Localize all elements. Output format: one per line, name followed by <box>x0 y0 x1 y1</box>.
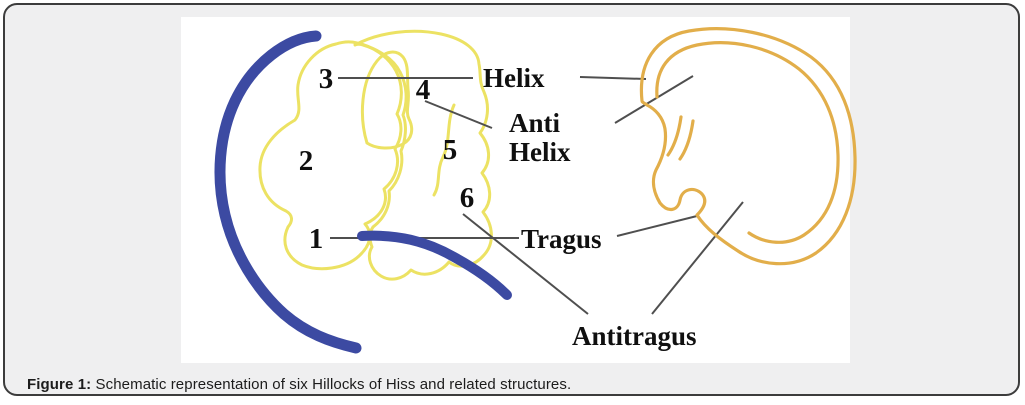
figure-panel <box>181 17 850 363</box>
hillocks-4-6-outline <box>353 29 493 281</box>
pointer-antitragus-right <box>651 201 744 315</box>
hillocks-1-3-outline <box>258 40 403 271</box>
pointer-helix-right <box>579 76 647 80</box>
label-antihelix-line1: Anti <box>509 108 561 138</box>
figure-caption-label: Figure 1: <box>27 376 92 393</box>
figure-caption: Figure 1: Schematic representation of si… <box>27 376 987 393</box>
hillocks-outlines <box>258 29 493 281</box>
crus-helicis-line-2 <box>678 119 695 161</box>
label-helix: Helix <box>483 63 545 93</box>
meatus-lower-curve <box>357 230 512 300</box>
label-antihelix-line2: Helix <box>509 137 571 167</box>
hillock-numbers: 1 2 3 4 5 6 <box>299 63 475 255</box>
hillock-number-2: 2 <box>299 145 314 177</box>
concha-inner-outline <box>360 50 414 150</box>
hillock-number-5: 5 <box>443 134 458 166</box>
pointer-antitragus-left <box>462 213 589 315</box>
figure-card: 1 2 3 4 5 6 Helix Anti Helix Tragus Anti… <box>3 3 1020 396</box>
hillock-number-1: 1 <box>309 223 324 255</box>
hillock-number-6: 6 <box>460 182 475 214</box>
meatus-strokes <box>214 30 512 354</box>
crus-helicis-line-1 <box>666 115 683 157</box>
adult-ear-outer-outline <box>639 27 857 266</box>
label-antitragus: Antitragus <box>572 321 697 351</box>
pointer-antihelix-right <box>614 75 694 124</box>
adult-ear-outlines <box>639 27 857 266</box>
hillock-number-4: 4 <box>416 74 431 106</box>
inner-fold-line <box>432 103 456 197</box>
adult-ear-inner-helix <box>655 41 840 244</box>
pointer-tragus-right <box>616 215 698 237</box>
hillocks-of-hiss-diagram: 1 2 3 4 5 6 Helix Anti Helix Tragus Anti… <box>214 27 857 354</box>
figure-caption-text: Schematic representation of six Hillocks… <box>91 376 572 393</box>
label-tragus: Tragus <box>521 224 602 254</box>
hillock-number-3: 3 <box>319 63 334 95</box>
meatus-outer-curve <box>214 30 362 354</box>
structure-labels: Helix Anti Helix Tragus Antitragus <box>483 63 697 351</box>
pointer-antihelix-left <box>424 100 493 129</box>
